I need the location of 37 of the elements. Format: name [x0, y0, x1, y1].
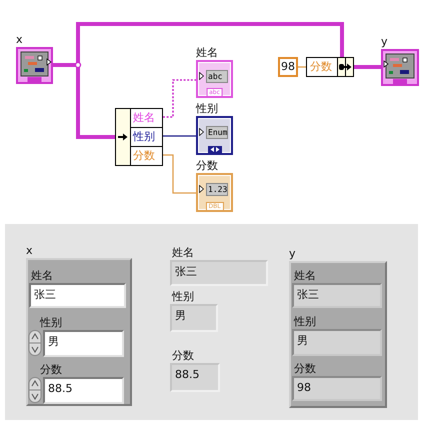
control-label: x: [26, 243, 33, 258]
field-label: 姓名: [171, 245, 194, 260]
value-display: 88.5: [170, 363, 220, 392]
terminal-label: x: [16, 32, 23, 47]
value-display: 男: [292, 329, 382, 356]
value-display: 98: [292, 376, 382, 401]
element-name: 分数: [131, 146, 162, 165]
field-label: 分数: [171, 348, 194, 363]
wire: [163, 79, 196, 118]
control-label: y: [289, 246, 296, 261]
terminal-display: Enum: [206, 126, 228, 139]
numeric-constant: 98: [278, 57, 298, 77]
element-name: 分数: [307, 58, 338, 76]
field-label: 姓名: [293, 268, 316, 283]
input-field: 男: [43, 330, 124, 357]
element-name: 性别: [131, 127, 162, 146]
value-display: 张三: [170, 260, 268, 286]
terminal-display: 1.23: [206, 183, 228, 196]
field-label: 性别: [292, 314, 316, 329]
terminal-label: 性别: [196, 101, 218, 116]
wire: [354, 65, 381, 69]
field-label: 分数: [293, 361, 316, 376]
value-display: 男: [170, 304, 218, 332]
field-label: 姓名: [30, 268, 53, 283]
value-display: 张三: [292, 283, 382, 308]
terminal-label: y: [381, 34, 388, 49]
input-field: 88.5: [43, 377, 124, 404]
terminal-label: 分数: [196, 158, 218, 173]
element-name: 姓名: [132, 110, 156, 126]
field-label: 分数: [39, 362, 62, 377]
field-label: 性别: [170, 289, 194, 304]
input-field: 张三: [29, 283, 126, 308]
terminal-display: abc: [206, 70, 228, 83]
terminal-label: 姓名: [196, 45, 218, 60]
wire: [163, 154, 196, 194]
wire: [163, 135, 196, 137]
field-label: 性别: [38, 315, 62, 330]
